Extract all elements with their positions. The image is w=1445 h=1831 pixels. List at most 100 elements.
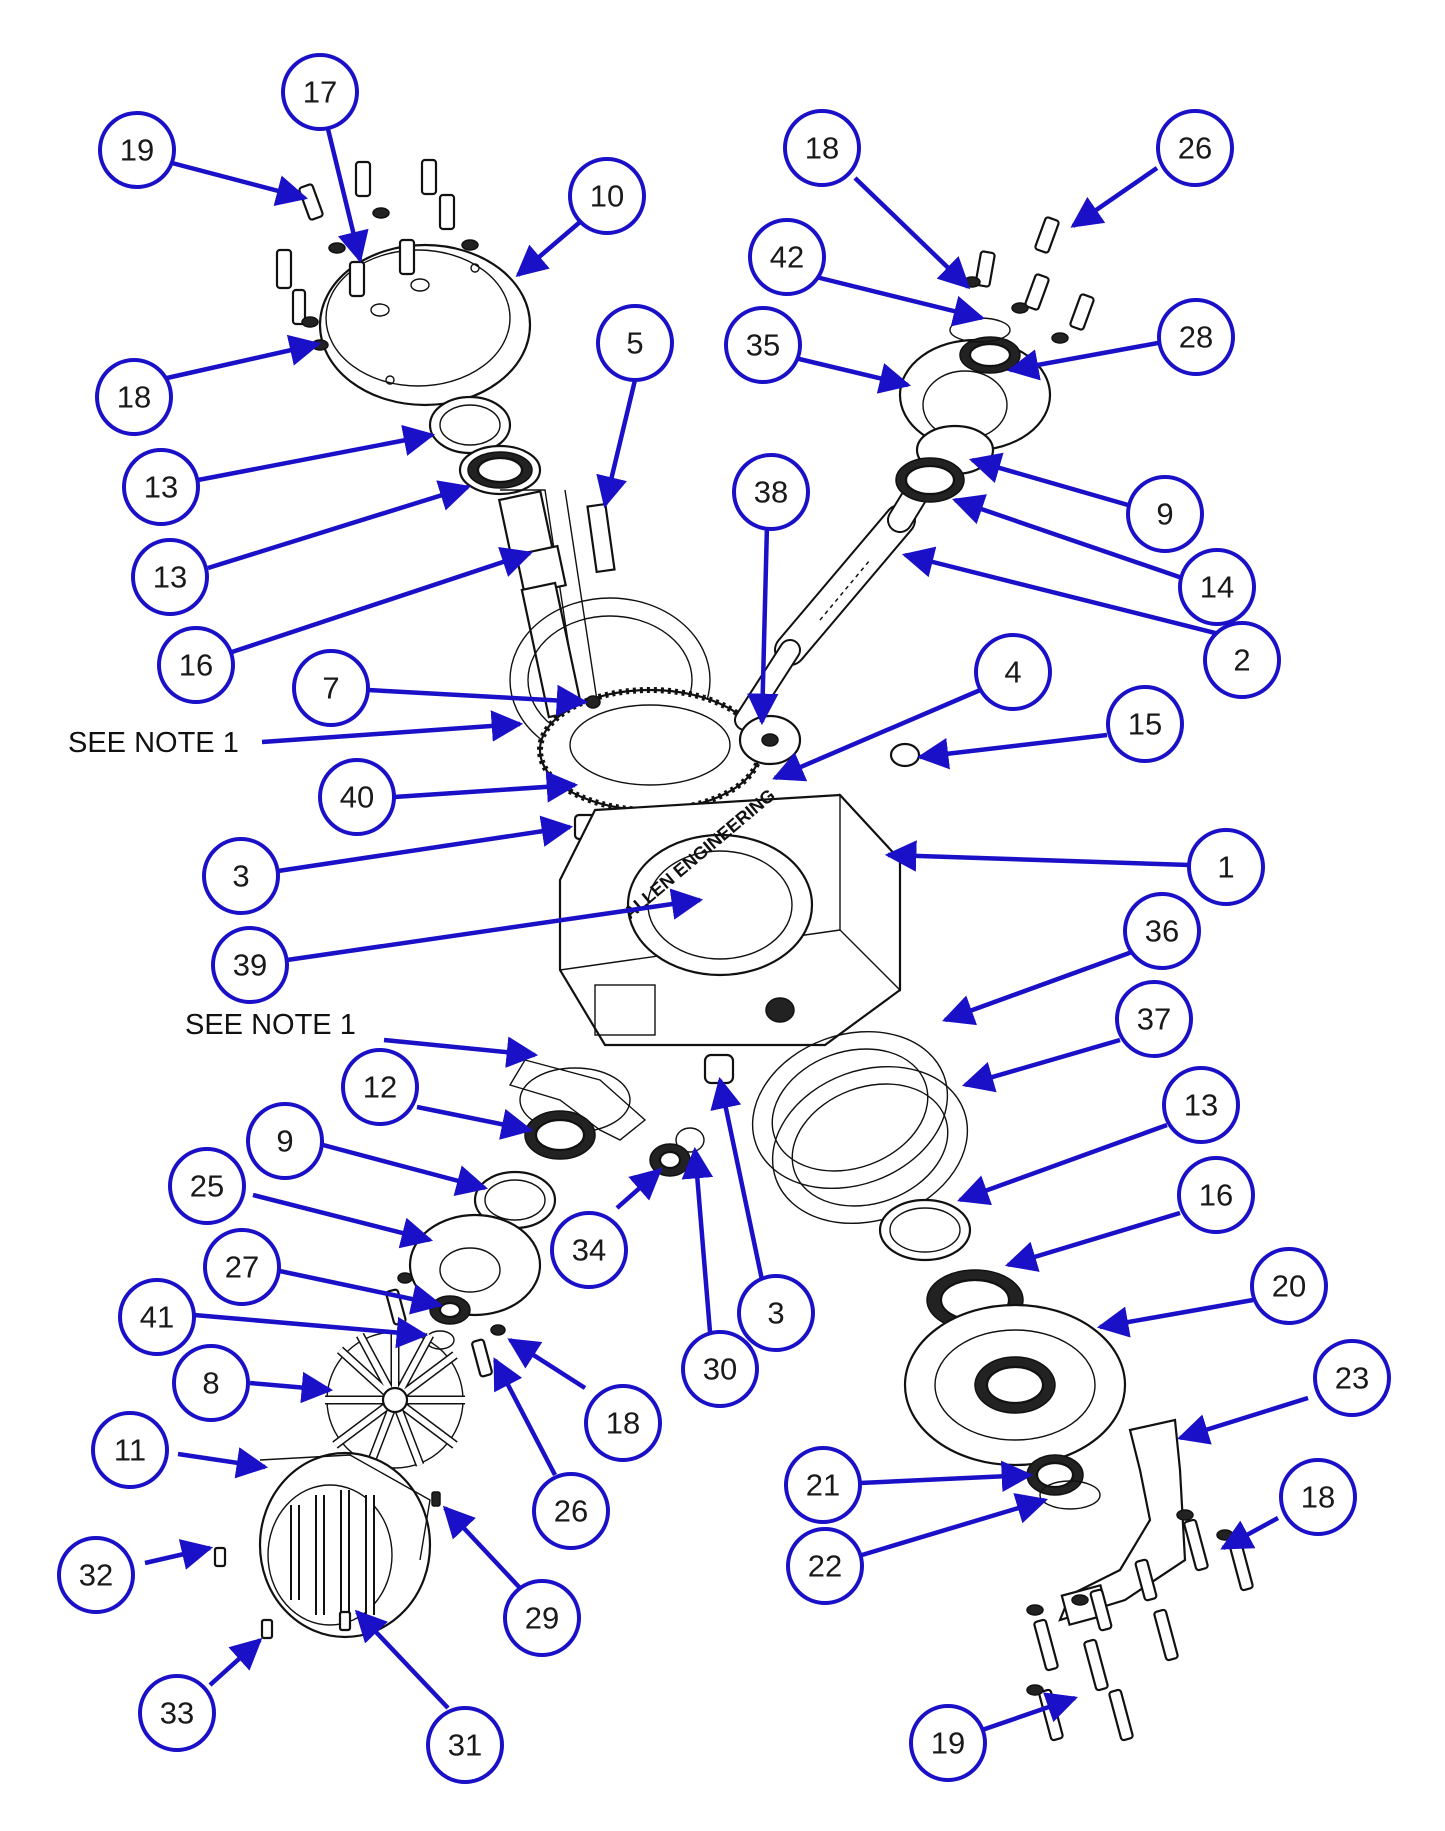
callout-label: 17 <box>303 75 337 110</box>
callout-9[interactable]: 9 <box>1126 475 1204 553</box>
leader-29 <box>442 1505 522 1590</box>
callout-label: 16 <box>179 648 213 683</box>
callout-41[interactable]: 41 <box>118 1278 196 1356</box>
screw-33 <box>260 1618 274 1640</box>
leader-35 <box>794 355 912 394</box>
callout-9[interactable]: 9 <box>246 1102 324 1180</box>
callout-32[interactable]: 32 <box>57 1536 135 1614</box>
callout-3[interactable]: 3 <box>202 837 280 915</box>
callout-23[interactable]: 23 <box>1313 1339 1391 1417</box>
callout-20[interactable]: 20 <box>1250 1247 1328 1325</box>
callout-27[interactable]: 27 <box>203 1228 281 1306</box>
callout-label: 18 <box>1301 1480 1335 1515</box>
callout-bubbles: 19 17 10 18 13 13 5 16 7 40 3 39 38 18 2… <box>57 53 1391 1784</box>
leader-lines <box>144 124 1309 1733</box>
callout-label: 42 <box>770 240 804 275</box>
callout-15[interactable]: 15 <box>1106 685 1184 763</box>
fan-guard <box>258 1451 432 1639</box>
seal-38-hole <box>761 733 779 747</box>
callout-16[interactable]: 16 <box>157 626 235 704</box>
callout-5[interactable]: 5 <box>596 304 674 382</box>
leader-20 <box>1096 1297 1254 1338</box>
callout-10[interactable]: 10 <box>568 157 646 235</box>
callout-label: 3 <box>232 859 249 894</box>
cooling-fan <box>325 1330 465 1469</box>
callout-label: 41 <box>140 1300 174 1335</box>
callout-label: 16 <box>1199 1178 1233 1213</box>
callout-1[interactable]: 1 <box>1187 828 1265 906</box>
callout-label: 39 <box>233 948 267 983</box>
leader-3a <box>277 815 574 874</box>
callout-19[interactable]: 19 <box>909 1704 987 1782</box>
callout-4[interactable]: 4 <box>974 633 1052 711</box>
callout-7[interactable]: 7 <box>292 649 370 727</box>
callout-18[interactable]: 18 <box>95 358 173 436</box>
callout-42[interactable]: 42 <box>748 218 826 296</box>
callout-35[interactable]: 35 <box>724 306 802 384</box>
leader-34 <box>615 1167 663 1210</box>
callout-26[interactable]: 26 <box>532 1472 610 1550</box>
callout-25[interactable]: 25 <box>168 1147 246 1225</box>
leader-27 <box>274 1267 444 1315</box>
callout-label: 14 <box>1200 570 1234 605</box>
leader-26b <box>493 1357 557 1477</box>
leader-3b <box>710 1076 765 1281</box>
callout-13[interactable]: 13 <box>1162 1066 1240 1144</box>
leader-37 <box>961 1037 1121 1093</box>
callout-label: 5 <box>626 326 643 361</box>
callout-3[interactable]: 3 <box>737 1274 815 1352</box>
callout-14[interactable]: 14 <box>1178 548 1256 626</box>
leader-42 <box>815 274 986 327</box>
callout-label: 34 <box>572 1233 606 1268</box>
callout-label: 15 <box>1128 707 1162 742</box>
leader-28 <box>1006 340 1159 381</box>
upper-shaft-bearings <box>428 395 542 496</box>
callout-label: 40 <box>340 780 374 815</box>
callout-label: 19 <box>120 133 154 168</box>
callout-2[interactable]: 2 <box>1203 621 1281 699</box>
callout-16[interactable]: 16 <box>1177 1156 1255 1234</box>
callout-label: 13 <box>144 470 178 505</box>
callout-29[interactable]: 29 <box>503 1579 581 1657</box>
callout-label: 26 <box>554 1494 588 1529</box>
callout-38[interactable]: 38 <box>732 453 810 531</box>
callout-26[interactable]: 26 <box>1156 109 1234 187</box>
callout-22[interactable]: 22 <box>786 1527 864 1605</box>
callout-18[interactable]: 18 <box>1279 1458 1357 1536</box>
setscrew-7 <box>585 695 601 709</box>
callout-13[interactable]: 13 <box>122 448 200 526</box>
leader-14 <box>952 494 1189 583</box>
leader-19b <box>981 1692 1078 1733</box>
callout-36[interactable]: 36 <box>1123 892 1201 970</box>
callout-13[interactable]: 13 <box>131 538 209 616</box>
callout-34[interactable]: 34 <box>550 1211 628 1289</box>
callout-label: 33 <box>160 1696 194 1731</box>
callout-19[interactable]: 19 <box>98 111 176 189</box>
callout-17[interactable]: 17 <box>281 53 359 131</box>
callout-label: 20 <box>1272 1269 1306 1304</box>
leader-25 <box>252 1192 434 1249</box>
leader-26a <box>1070 166 1159 228</box>
callout-18[interactable]: 18 <box>584 1384 662 1462</box>
callout-40[interactable]: 40 <box>318 758 396 836</box>
callout-30[interactable]: 30 <box>681 1330 759 1408</box>
callout-31[interactable]: 31 <box>426 1706 504 1784</box>
callout-37[interactable]: 37 <box>1115 980 1193 1058</box>
callout-18[interactable]: 18 <box>783 109 861 187</box>
callout-8[interactable]: 8 <box>172 1344 250 1422</box>
callout-33[interactable]: 33 <box>138 1674 216 1752</box>
callout-21[interactable]: 21 <box>784 1446 862 1524</box>
callout-label: 9 <box>1156 497 1173 532</box>
leader-38 <box>746 524 779 726</box>
callout-28[interactable]: 28 <box>1157 298 1235 376</box>
callout-label: 2 <box>1233 643 1250 678</box>
callout-39[interactable]: 39 <box>211 926 289 1004</box>
callout-label: 18 <box>117 380 151 415</box>
callout-label: 23 <box>1335 1361 1369 1396</box>
callout-11[interactable]: 11 <box>91 1411 169 1489</box>
plug-3-lower <box>703 1053 735 1085</box>
leader-16b <box>1004 1210 1181 1272</box>
callout-label: 37 <box>1137 1002 1171 1037</box>
callout-12[interactable]: 12 <box>341 1048 419 1126</box>
